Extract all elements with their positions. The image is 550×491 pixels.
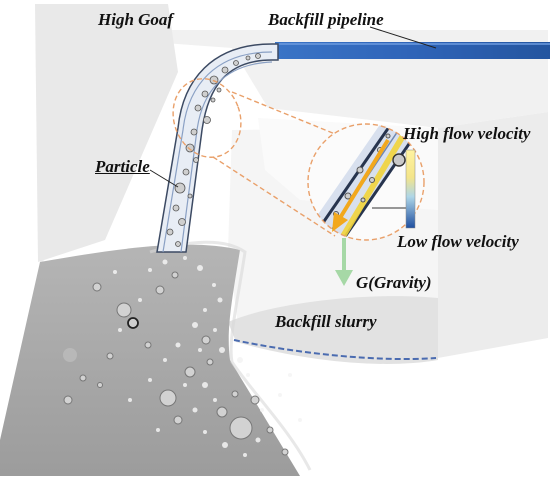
- callout-ellipse: [172, 78, 242, 158]
- low-flow-velocity-label: Low flow velocity: [397, 232, 519, 251]
- slurry-surface-line: [233, 339, 437, 361]
- highlighted-particle: [392, 153, 406, 167]
- backfill-pipeline-horizontal: [275, 42, 550, 59]
- flow-direction-arrow: [338, 138, 390, 220]
- velocity-colorbar: [405, 149, 416, 229]
- flow-arrow-head: [332, 212, 348, 232]
- slurry-pool: [228, 296, 438, 364]
- pipe-inner-wall: [162, 51, 273, 253]
- mound-particles: [63, 271, 289, 456]
- goaf-back-wall: [40, 30, 548, 268]
- pipe-inner-wall-2: [180, 61, 273, 253]
- callout-line-top: [231, 91, 341, 137]
- callout-line-bottom: [212, 156, 336, 237]
- pipeline-label-leader: [369, 26, 437, 49]
- goaf-right-face: [438, 112, 548, 358]
- mound-splash-edge: [149, 240, 312, 471]
- gravity-label: G(Gravity): [356, 273, 432, 292]
- gravity-arrow-head: [335, 270, 353, 286]
- high-flow-velocity-label: High flow velocity: [403, 124, 531, 143]
- backfill-slurry-label: Backfill slurry: [275, 312, 377, 331]
- backfill-pipeline-label: Backfill pipeline: [268, 10, 384, 29]
- high-goaf-label: High Goaf: [98, 10, 174, 29]
- mound-speckles: [63, 256, 302, 457]
- goaf-upper-shelf: [35, 4, 178, 262]
- particle-label-leader: [149, 169, 179, 188]
- pipe-particles: [166, 53, 261, 247]
- backfill-mound: [0, 244, 300, 476]
- particle-label: Particle: [95, 157, 150, 176]
